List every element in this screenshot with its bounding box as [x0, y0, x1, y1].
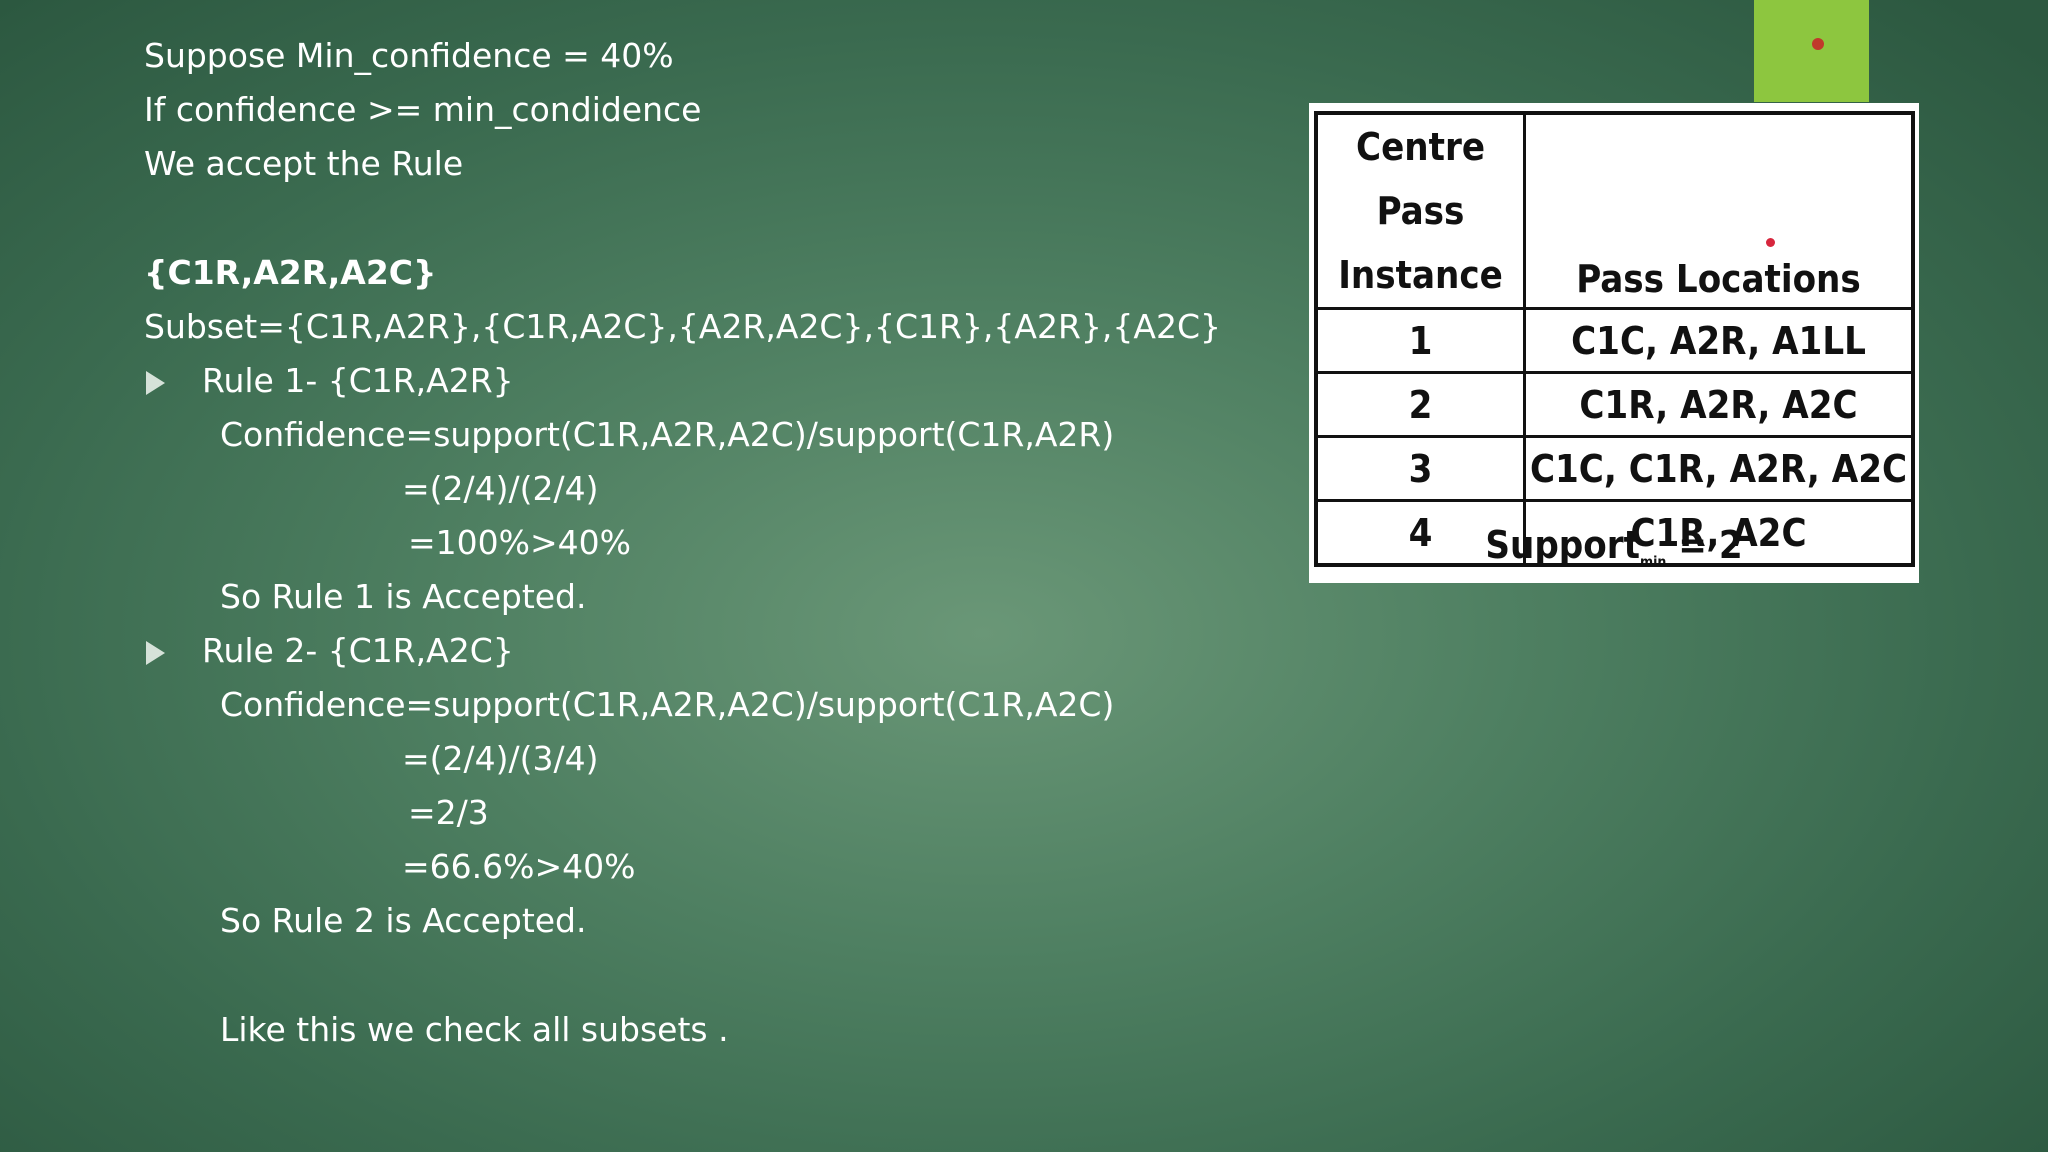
rule2-calc1: =(2/4)/(3/4) — [402, 739, 599, 778]
accent-tab — [1754, 0, 1869, 102]
header-instance-line2: Instance — [1338, 253, 1503, 297]
row-locations: C1R, A2C — [1523, 499, 1915, 567]
row-instance: 3 — [1314, 435, 1526, 502]
row-instance: 1 — [1314, 307, 1526, 374]
row-instance: 4 — [1314, 499, 1526, 567]
table-row: 1 C1C, A2R, A1LL — [1314, 307, 1915, 374]
subset-line: Subset={C1R,A2R},{C1R,A2C},{A2R,A2C},{C1… — [144, 307, 1221, 346]
support-subscript: min — [1639, 554, 1667, 571]
rule1-calc2: =100%>40% — [408, 523, 631, 562]
pointer-dot-icon — [1812, 38, 1824, 50]
row-locations: C1C, C1R, A2R, A2C — [1523, 435, 1915, 502]
condition-line: If confidence >= min_condidence — [144, 90, 702, 129]
support-label: Support — [1485, 523, 1640, 567]
min-confidence-line: Suppose Min_confidence = 40% — [144, 36, 674, 75]
transactions-table-image: Centre Pass Instance Pass Locations 1 C1… — [1309, 103, 1919, 583]
rule2-calc2: =2/3 — [408, 793, 489, 832]
closing-line: Like this we check all subsets . — [220, 1010, 729, 1049]
accept-rule-line: We accept the Rule — [144, 144, 464, 183]
header-locations: Pass Locations — [1523, 111, 1915, 310]
rule2-title: Rule 2- {C1R,A2C} — [202, 631, 514, 670]
laser-pointer-dot — [1766, 238, 1775, 247]
triangle-right-icon — [146, 371, 165, 395]
header-instance-line1: Centre Pass — [1355, 125, 1486, 233]
triangle-right-icon — [146, 641, 165, 665]
support-min-note: Supportmin = 2 — [1309, 523, 1919, 571]
table-row: 4 C1R, A2C — [1314, 499, 1915, 567]
rule1-result: So Rule 1 is Accepted. — [220, 577, 587, 616]
header-instance: Centre Pass Instance — [1314, 111, 1526, 310]
rule2-calc3: =66.6%>40% — [402, 847, 636, 886]
table-row: 3 C1C, C1R, A2R, A2C — [1314, 435, 1915, 502]
table-header-row: Centre Pass Instance Pass Locations — [1314, 111, 1915, 310]
rule1-calc1: =(2/4)/(2/4) — [402, 469, 599, 508]
support-value: = 2 — [1666, 523, 1743, 567]
row-locations: C1R, A2R, A2C — [1523, 371, 1915, 438]
itemset-heading: {C1R,A2R,A2C} — [144, 253, 437, 292]
table-row: 2 C1R, A2R, A2C — [1314, 371, 1915, 438]
row-instance: 2 — [1314, 371, 1526, 438]
rule1-title: Rule 1- {C1R,A2R} — [202, 361, 514, 400]
rule2-formula: Confidence=support(C1R,A2R,A2C)/support(… — [220, 685, 1115, 724]
row-locations: C1C, A2R, A1LL — [1523, 307, 1915, 374]
rule1-formula: Confidence=support(C1R,A2R,A2C)/support(… — [220, 415, 1115, 454]
transactions-table: Centre Pass Instance Pass Locations 1 C1… — [1314, 111, 1915, 567]
rule2-result: So Rule 2 is Accepted. — [220, 901, 587, 940]
